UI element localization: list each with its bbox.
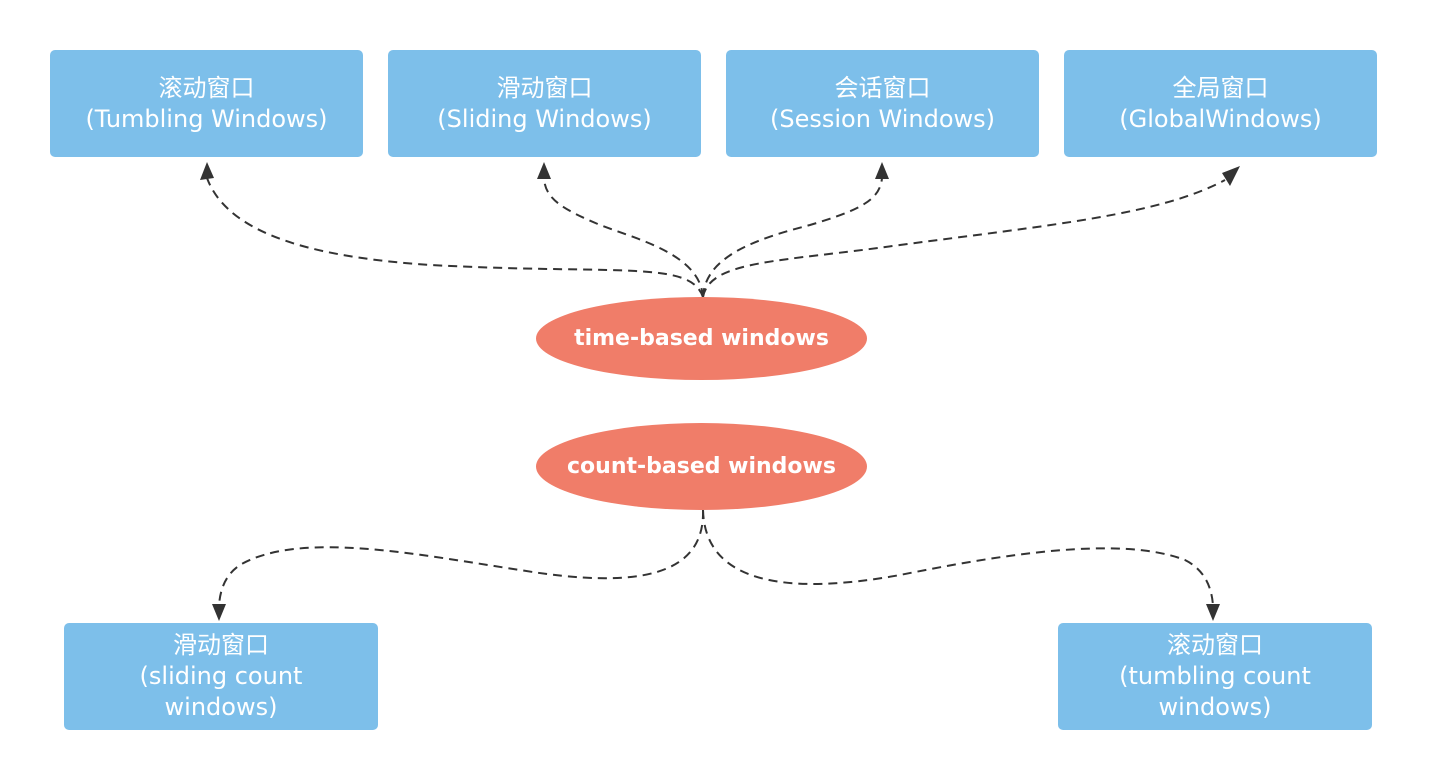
connector-count-tumbling	[702, 509, 1214, 607]
box-title: 滑动窗口	[496, 73, 593, 102]
box-title: 滚动窗口	[1167, 631, 1263, 659]
arrowhead-time-session	[875, 162, 889, 179]
connector-time-tumbling	[206, 177, 704, 298]
connector-time-sliding	[543, 177, 704, 298]
arrowhead-time-sliding	[537, 162, 551, 179]
box-sliding-windows[interactable]: 滑动窗口 (Sliding Windows)	[388, 50, 701, 157]
box-title: 全局窗口	[1172, 73, 1269, 102]
arrowhead-count-tumbling	[1206, 604, 1220, 621]
box-subtitle-line1: (tumbling count	[1119, 662, 1311, 690]
ellipse-label: count-based windows	[567, 454, 836, 479]
box-subtitle: (GlobalWindows)	[1119, 104, 1322, 133]
box-subtitle-line1: (sliding count	[139, 662, 303, 690]
box-global-windows[interactable]: 全局窗口 (GlobalWindows)	[1064, 50, 1377, 157]
arrowhead-time-global	[1222, 166, 1240, 186]
box-subtitle-line2: windows)	[1158, 693, 1272, 721]
arrowhead-time-tumbling	[200, 162, 214, 180]
box-subtitle-line2: windows)	[164, 693, 278, 721]
box-title: 滑动窗口	[173, 631, 269, 659]
box-subtitle: (Tumbling Windows)	[85, 104, 328, 133]
arrowhead-count-sliding	[212, 604, 226, 621]
ellipse-label: time-based windows	[574, 326, 829, 351]
box-tumbling-windows[interactable]: 滚动窗口 (Tumbling Windows)	[50, 50, 363, 157]
box-subtitle: (Sliding Windows)	[437, 104, 652, 133]
box-title: 滚动窗口	[158, 73, 255, 102]
box-title: 会话窗口	[834, 73, 931, 102]
connector-count-sliding	[218, 509, 705, 607]
ellipse-count-based-windows[interactable]: count-based windows	[536, 423, 867, 510]
box-session-windows[interactable]: 会话窗口 (Session Windows)	[726, 50, 1039, 157]
connector-time-session	[702, 177, 883, 298]
box-subtitle: (Session Windows)	[769, 104, 996, 133]
connector-time-global	[702, 179, 1226, 298]
box-sliding-count-windows[interactable]: 滑动窗口 (sliding count windows)	[64, 623, 378, 730]
ellipse-time-based-windows[interactable]: time-based windows	[536, 297, 867, 380]
box-tumbling-count-windows[interactable]: 滚动窗口 (tumbling count windows)	[1058, 623, 1372, 730]
